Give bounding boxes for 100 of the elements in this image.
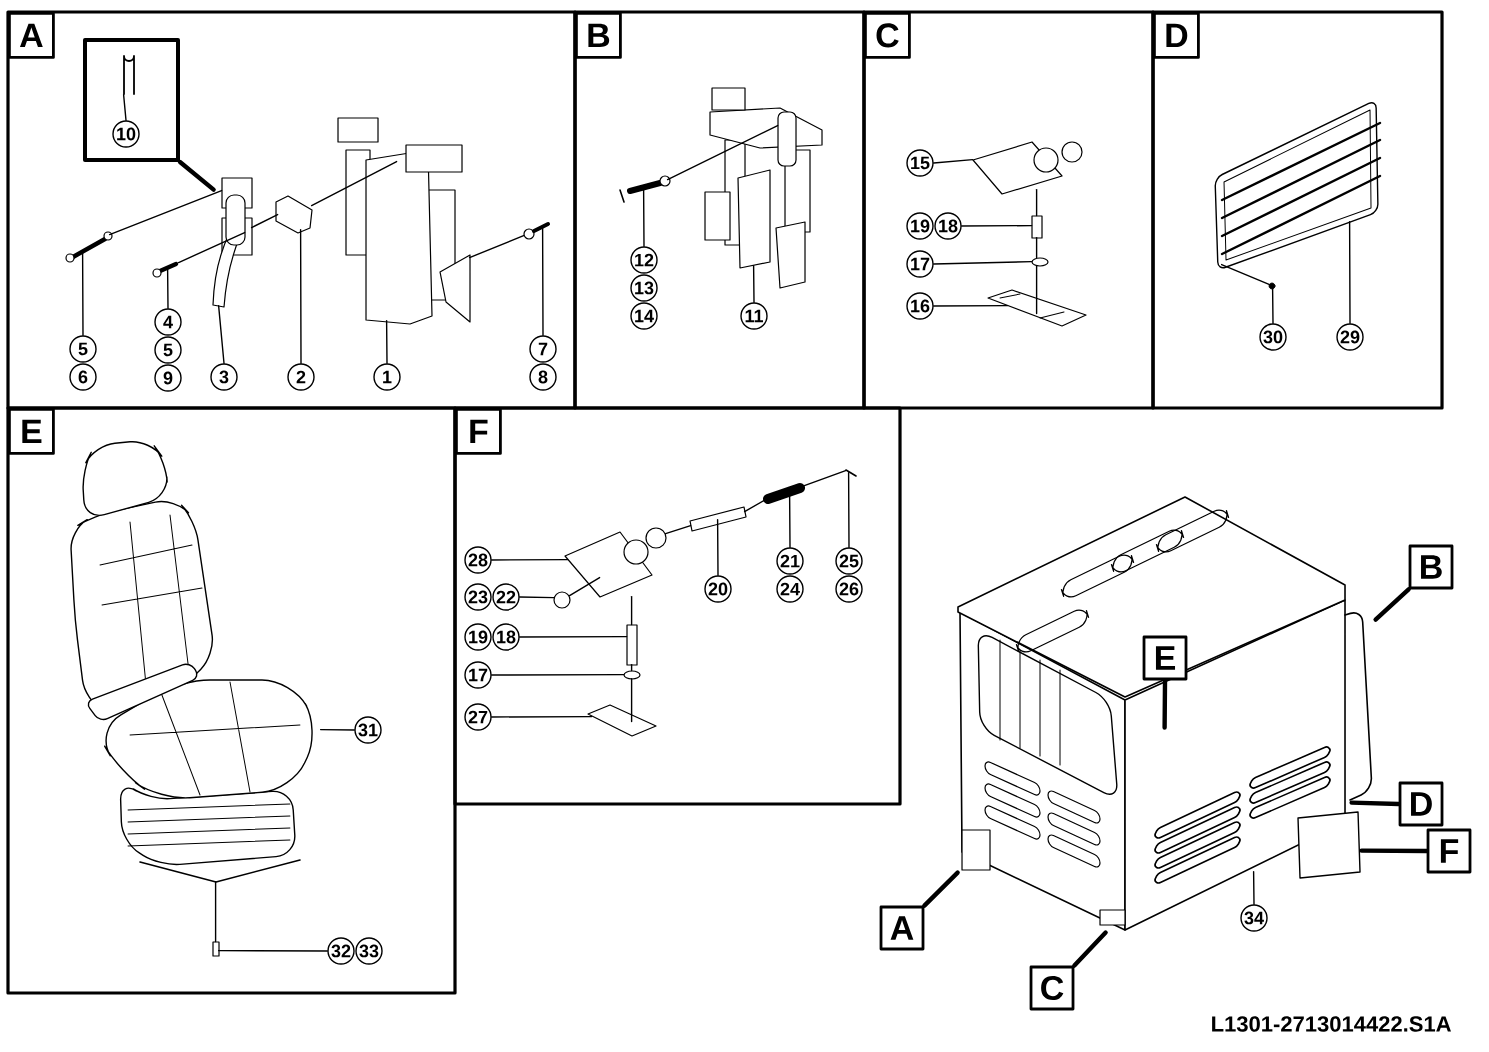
pin-drawing	[619, 175, 671, 203]
leader-line	[847, 471, 850, 548]
view-letter: C	[1029, 965, 1075, 1011]
leader-line	[491, 715, 593, 718]
shaft-drawing	[689, 506, 747, 532]
nut-drawing	[553, 591, 571, 609]
plate-drawing	[275, 195, 313, 234]
leader-line	[491, 673, 625, 676]
callout-number: 29	[1336, 323, 1364, 351]
callout-number: 12	[630, 246, 658, 274]
screw-drawing	[1268, 282, 1276, 290]
callout-number: 1	[373, 363, 401, 391]
leader-line	[81, 250, 84, 336]
callout-number: 20	[704, 575, 732, 603]
panel-frame	[862, 10, 1155, 410]
grille-drawing	[1214, 102, 1382, 269]
leader-line	[319, 728, 355, 731]
leader-line	[519, 596, 555, 599]
assembly-line	[310, 160, 398, 207]
panel-letter: C	[864, 12, 911, 59]
inset-frame	[83, 38, 180, 162]
callout-number: 33	[355, 937, 383, 965]
view-letter: F	[1426, 828, 1472, 874]
callout-number: 10	[112, 120, 140, 148]
callout-number: 4	[154, 308, 182, 336]
leader-line	[541, 225, 544, 336]
bolt-drawing	[65, 231, 113, 263]
callout-number: 19	[464, 623, 492, 651]
bolt-drawing	[152, 261, 179, 278]
callout-number: 18	[934, 212, 962, 240]
leader-line	[1252, 870, 1255, 905]
assembly-line	[177, 231, 246, 264]
assembly-line	[743, 498, 767, 513]
assembly-line	[1035, 264, 1038, 315]
leader-line	[166, 266, 169, 309]
panel-letter: B	[575, 12, 622, 59]
panel-letter: E	[8, 408, 55, 455]
washer-drawing	[1031, 257, 1049, 267]
hinge-plate-drawing	[972, 141, 1083, 195]
leader-line	[491, 558, 569, 561]
callout-number: 26	[835, 575, 863, 603]
callout-number: 3	[210, 363, 238, 391]
leader-line	[1348, 220, 1351, 324]
callout-number: 14	[630, 302, 658, 330]
assembly-line	[630, 595, 633, 626]
hinge-drawing	[337, 117, 471, 325]
callout-number: 7	[529, 335, 557, 363]
base-plate-drawing	[587, 704, 657, 737]
panel-frame	[6, 406, 457, 995]
panel-frame	[6, 10, 577, 410]
callout-number: 2	[287, 363, 315, 391]
assembly-line	[1220, 263, 1271, 286]
panel-frame	[1151, 10, 1444, 410]
assembly-line	[630, 663, 633, 672]
panel-letter: F	[455, 408, 502, 455]
base-plate-drawing	[987, 289, 1087, 327]
hinge-plate-drawing	[564, 527, 667, 598]
assembly-line	[108, 189, 223, 236]
leader-line	[217, 949, 328, 952]
callout-number: 15	[906, 149, 934, 177]
assembly-line	[250, 213, 279, 229]
assembly-line	[568, 576, 601, 597]
hinge-drawing	[704, 87, 823, 289]
callout-number: 31	[354, 716, 382, 744]
leader-line	[933, 304, 1009, 307]
callout-number: 24	[776, 575, 804, 603]
bolt-drawing	[626, 624, 638, 666]
callout-number: 27	[464, 703, 492, 731]
callout-number: 23	[464, 583, 492, 611]
callout-number: 13	[630, 274, 658, 302]
assembly-line	[1035, 236, 1038, 259]
assembly-line	[1035, 188, 1038, 217]
callout-number: 9	[154, 364, 182, 392]
assembly-line	[666, 124, 779, 181]
callout-number: 19	[906, 212, 934, 240]
assembly-line	[630, 677, 633, 723]
leader-line	[122, 93, 127, 121]
washer-drawing	[623, 670, 641, 680]
leader-line	[519, 635, 628, 638]
callout-number: 11	[740, 302, 768, 330]
callout-number: 8	[529, 363, 557, 391]
assembly-line	[664, 524, 692, 535]
drawing-number: L1301-2713014422.S1A	[1212, 1016, 1451, 1032]
callout-number: 18	[492, 623, 520, 651]
callout-number: 32	[327, 937, 355, 965]
leader-line	[1271, 287, 1274, 324]
nut-drawing	[523, 222, 550, 240]
callout-number: 25	[835, 547, 863, 575]
leader-line	[933, 158, 974, 164]
callout-number: 16	[906, 292, 934, 320]
leader-line	[933, 260, 1033, 265]
assembly-line	[214, 880, 217, 943]
cab-drawing	[957, 496, 1373, 931]
bolt-drawing	[212, 941, 220, 957]
leader-line	[752, 264, 755, 303]
cotter-pin-drawing	[845, 469, 857, 477]
view-letter: A	[879, 905, 925, 951]
callout-number: 17	[906, 250, 934, 278]
callout-number: 21	[776, 547, 804, 575]
latch-handle-drawing	[212, 177, 253, 308]
